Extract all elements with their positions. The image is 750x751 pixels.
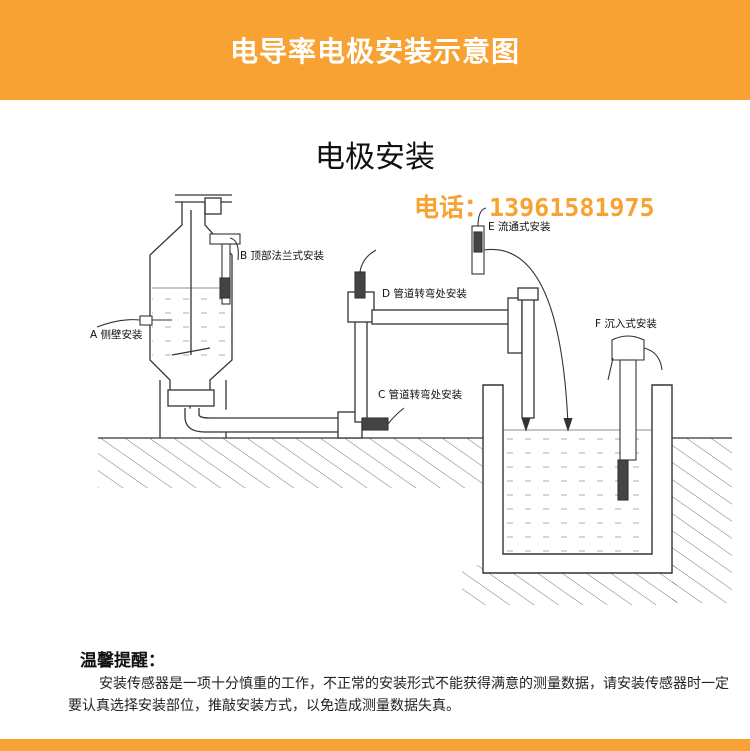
header-banner: 电导率电极安装示意图 (0, 0, 750, 100)
tips-title: 温馨提醒： (80, 651, 165, 671)
label-a: A 侧壁安装 (90, 328, 143, 341)
phone-number: 13961581975 (489, 193, 655, 222)
footer-bar (0, 739, 750, 751)
label-e: E 流通式安装 (488, 220, 551, 233)
label-b: B 顶部法兰式安装 (240, 249, 325, 262)
phone-label: 电话： (414, 193, 490, 222)
section-subtitle: 电极安装 (315, 140, 435, 175)
sensor-probes (96, 207, 663, 501)
pipeline (184, 287, 539, 439)
ground (98, 437, 732, 605)
label-c: C 管道转弯处安装 (378, 388, 463, 401)
label-d: D 管道转弯处安装 (382, 287, 467, 300)
reaction-vessel (149, 194, 233, 438)
page-title: 电导率电极安装示意图 (229, 35, 520, 68)
label-f: F 沉入式安装 (595, 317, 657, 330)
water-tank (482, 384, 673, 574)
tips-text: 安装传感器是一项十分慎重的工作，不正常的安装形式不能获得满意的测量数据，请安装传… (68, 676, 729, 714)
installation-diagram: A 侧壁安装 B 顶部法兰式安装 D 管道转弯处安装 C 管道转弯处安装 E 流… (90, 194, 732, 605)
phone-contact: 电话：13961581975 (414, 188, 655, 224)
